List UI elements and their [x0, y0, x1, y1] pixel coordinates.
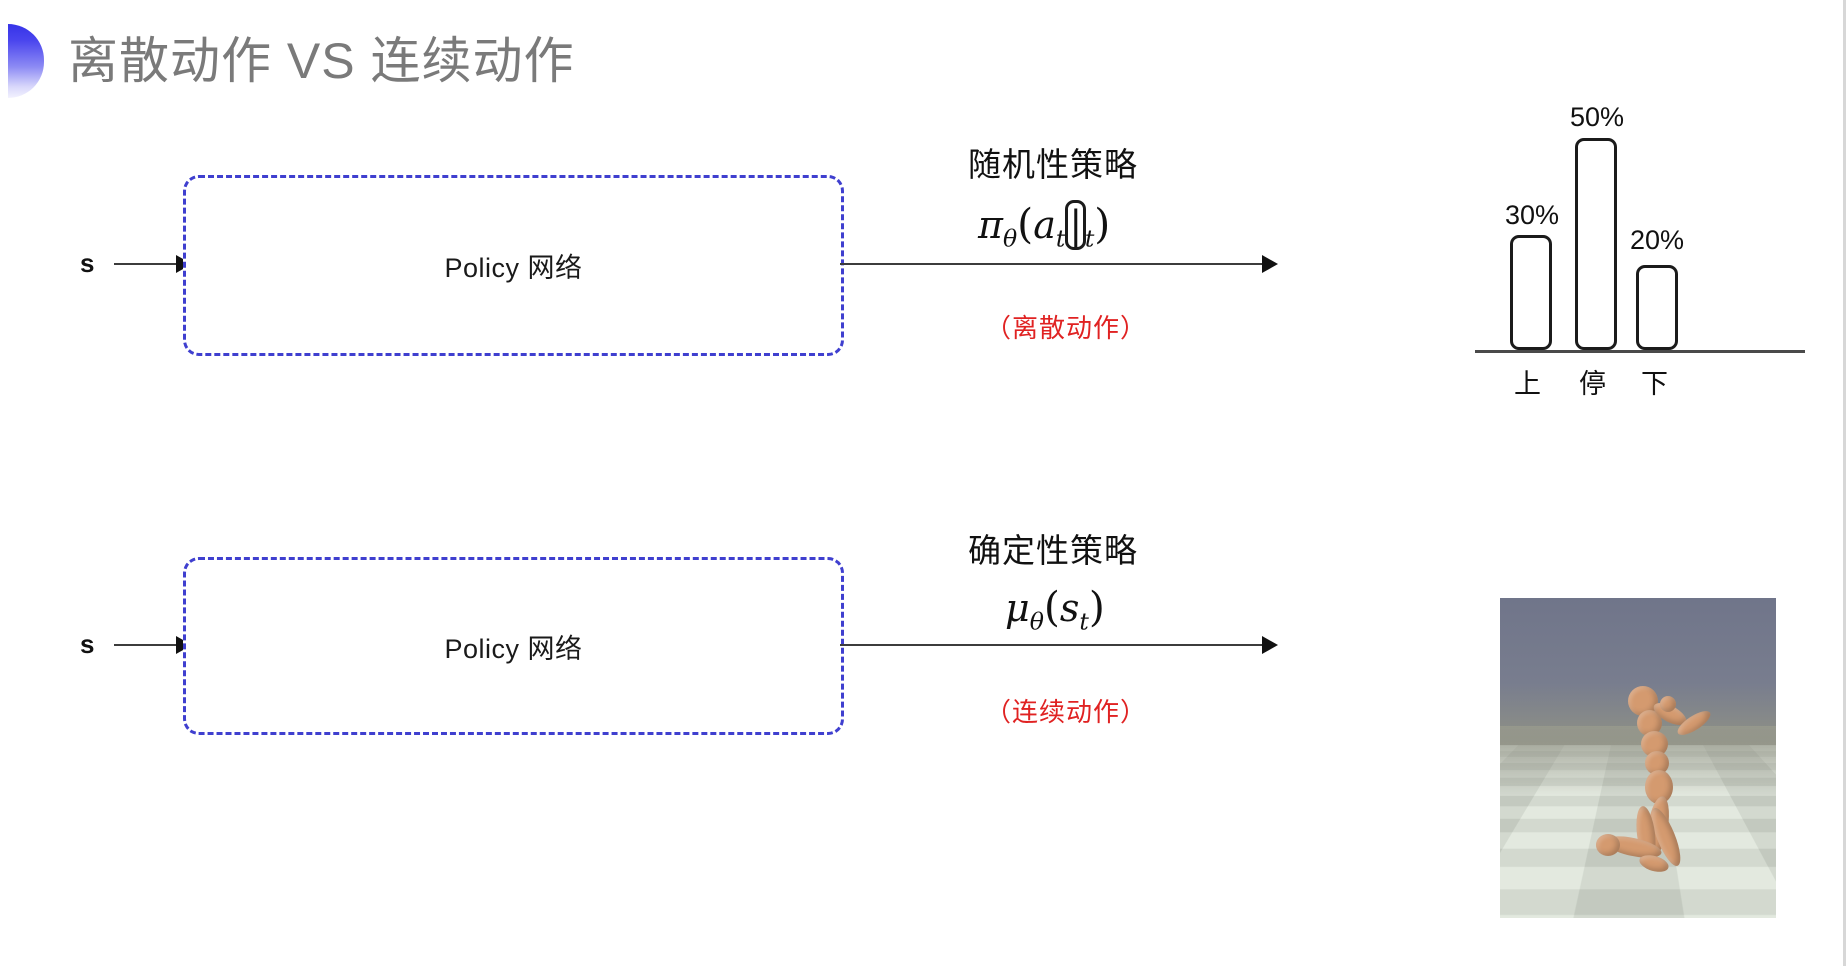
output-arrow-head-continuous — [1262, 636, 1278, 654]
page-header: 离散动作 VS 连续动作 — [0, 22, 574, 100]
formula-pi-subscript: θ — [1002, 224, 1018, 253]
input-arrow-line-continuous — [114, 644, 182, 646]
half-circle-gradient-icon — [8, 24, 44, 98]
formula-pi: π — [978, 203, 1003, 247]
formula-state-2: s — [1059, 586, 1080, 630]
bar-category-1: 停 — [1579, 369, 1606, 399]
red-label-discrete-action: （离散动作） — [985, 313, 1148, 343]
policy-network-box-discrete[interactable]: Policy 网络 — [183, 175, 844, 356]
humanoid-simulation-image — [1500, 598, 1776, 918]
annotation-title-deterministic: 确定性策略 — [968, 532, 1138, 569]
slide-right-edge — [1843, 0, 1846, 966]
state-label-continuous: s — [80, 629, 95, 659]
formula-close-paren-2: ) — [1088, 583, 1105, 631]
formula-deterministic-policy: μθ(st) — [1005, 583, 1105, 636]
action-probability-bar-chart: 30% 上 50% 停 20% 下 — [1475, 100, 1815, 399]
policy-network-label-continuous: Policy 网络 — [444, 633, 583, 664]
formula-state-subscript: t — [1084, 224, 1095, 253]
page-title: 离散动作 VS 连续动作 — [68, 33, 575, 89]
formula-mu: μ — [1005, 586, 1030, 630]
output-arrow-line-continuous — [840, 644, 1268, 646]
bar-category-2: 下 — [1641, 369, 1668, 399]
bar-1[interactable] — [1575, 138, 1617, 350]
policy-network-label-discrete: Policy 网络 — [444, 253, 583, 283]
policy-network-box-continuous[interactable]: Policy 网络 — [183, 557, 844, 735]
state-label-discrete: s — [80, 248, 95, 278]
bar-value-2: 20% — [1630, 225, 1685, 255]
formula-state-subscript-2: t — [1079, 607, 1089, 636]
bar-0[interactable] — [1510, 235, 1552, 350]
bar-value-1: 50% — [1570, 102, 1625, 132]
humanoid-rear-foot — [1596, 834, 1620, 856]
humanoid-hand — [1660, 696, 1676, 712]
formula-open-paren: ( — [1017, 200, 1034, 248]
input-arrow-line-discrete — [114, 263, 182, 265]
bar-category-0: 上 — [1514, 369, 1541, 399]
formula-conditional-bar: | — [1065, 200, 1087, 250]
red-label-continuous-action: （连续动作） — [985, 697, 1148, 727]
formula-mu-subscript: θ — [1029, 607, 1044, 636]
formula-stochastic-policy: πθ(at|st) — [978, 200, 1110, 253]
output-arrow-line-discrete — [840, 263, 1268, 265]
formula-close-paren: ) — [1094, 200, 1111, 248]
annotation-title-stochastic: 随机性策略 — [968, 146, 1138, 183]
bar-2[interactable] — [1636, 265, 1678, 350]
chart-axis-line — [1475, 350, 1805, 353]
formula-action: a — [1033, 203, 1056, 247]
bar-value-0: 30% — [1505, 200, 1560, 230]
formula-action-subscript: t — [1055, 224, 1066, 253]
formula-open-paren-2: ( — [1043, 583, 1060, 631]
humanoid-figure — [1500, 598, 1776, 918]
output-arrow-head-discrete — [1262, 255, 1278, 273]
